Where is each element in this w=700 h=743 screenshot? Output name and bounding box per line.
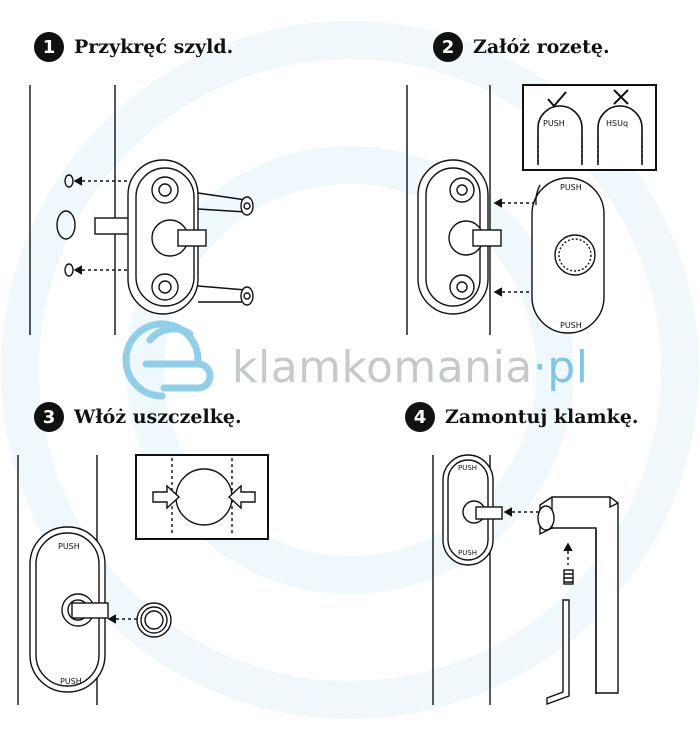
watermark-text: klamkomania·pl xyxy=(232,342,588,393)
rosette-hole xyxy=(554,234,596,276)
watermark-logo-icon xyxy=(122,320,214,400)
push-arch-correct xyxy=(537,105,583,165)
press-arrow-left-icon xyxy=(152,484,181,510)
spindle-square xyxy=(177,229,207,247)
screw-hole xyxy=(64,263,74,277)
push-label: PUSH xyxy=(58,542,80,551)
x-mark-icon xyxy=(613,89,629,105)
screw xyxy=(197,285,247,303)
push-label: PUSH xyxy=(458,549,477,557)
spindle-square xyxy=(71,602,109,619)
orientation-inset-box xyxy=(522,84,657,171)
step-3-number: 3 xyxy=(34,402,64,432)
plate-screw-boss xyxy=(151,176,179,204)
push-label: PUSH xyxy=(60,677,82,686)
step-4-number: 4 xyxy=(405,402,435,432)
spindle-square xyxy=(94,217,132,235)
step-4-title: Zamontuj klamkę. xyxy=(445,406,639,428)
step-2-heading: 2 Załóż rozetę. xyxy=(433,32,610,62)
watermark-name: klamkomania xyxy=(232,342,533,393)
screw-hole xyxy=(64,174,74,188)
plate-screw-boss xyxy=(151,273,179,301)
grub-screw xyxy=(563,569,574,585)
step-3-illustration xyxy=(17,454,269,705)
watermark-logo-background xyxy=(1,21,699,719)
seal-ring xyxy=(136,602,172,638)
step-2-title: Załóż rozetę. xyxy=(473,36,610,58)
push-arch-incorrect xyxy=(597,105,643,165)
screw xyxy=(197,192,247,213)
press-arrow-right-icon xyxy=(227,484,256,510)
spindle-square xyxy=(472,229,502,247)
step-3-title: Włóż uszczelkę. xyxy=(74,406,242,428)
step-1-heading: 1 Przykręć szyld. xyxy=(34,32,233,62)
step-1-title: Przykręć szyld. xyxy=(74,36,234,58)
hex-key xyxy=(546,599,570,705)
push-label: PUSH xyxy=(458,464,477,472)
step-4-heading: 4 Zamontuj klamkę. xyxy=(405,402,639,432)
push-label-correct: PUSH xyxy=(543,119,565,128)
step-4-illustration xyxy=(432,454,619,705)
push-label: PUSH xyxy=(560,321,582,330)
door-handle xyxy=(539,496,619,694)
seal-ring-detail xyxy=(175,468,233,526)
step-2-illustration xyxy=(406,84,657,335)
step-1-number: 1 xyxy=(34,32,64,62)
step-2-number: 2 xyxy=(433,32,463,62)
step-1-illustration xyxy=(29,85,254,335)
step-3-heading: 3 Włóż uszczelkę. xyxy=(34,402,242,432)
spindle-hole xyxy=(56,210,76,240)
push-label-incorrect: HSUq xyxy=(606,119,628,128)
push-label: PUSH xyxy=(560,183,582,192)
watermark-dot: · xyxy=(532,342,548,393)
watermark-tld: pl xyxy=(547,342,589,393)
spindle-square xyxy=(475,506,503,520)
